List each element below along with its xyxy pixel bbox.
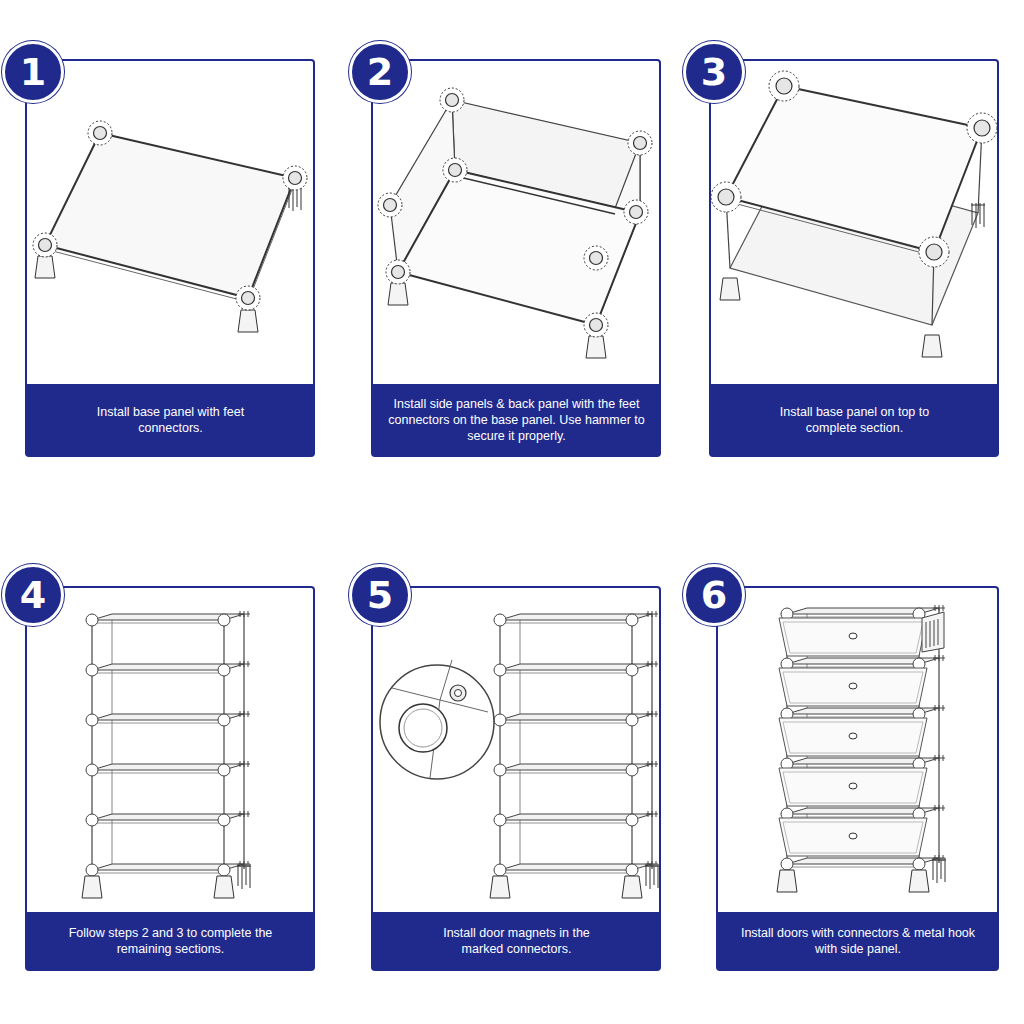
step-number: 5 (349, 564, 411, 626)
caption-band: Install door magnets in the marked conne… (373, 912, 660, 970)
step-number: 2 (349, 41, 411, 103)
caption-text: Install base panel with feet connectors. (76, 404, 266, 436)
step-number: 4 (2, 564, 64, 626)
step-number-text: 4 (20, 576, 46, 614)
step-number: 3 (683, 41, 745, 103)
panel-frame (26, 60, 998, 970)
step-number-text: 3 (701, 53, 727, 91)
caption-text: Install side panels & back panel with th… (381, 396, 652, 444)
caption-band: Install base panel on top to complete se… (711, 384, 998, 456)
caption-text: Install door magnets in the marked conne… (424, 925, 610, 957)
caption-text: Install doors with connectors & metal ho… (740, 925, 976, 957)
step-number-text: 2 (367, 53, 393, 91)
step-number-text: 5 (367, 576, 393, 614)
caption-text: Install base panel on top to complete se… (770, 404, 940, 436)
shelf-drawing (380, 611, 659, 898)
caption-band: Install base panel with feet connectors. (27, 384, 314, 456)
base-panel-drawing (33, 121, 307, 332)
step-number: 6 (683, 564, 745, 626)
step-number-text: 6 (701, 576, 727, 614)
step-number-text: 1 (20, 53, 46, 91)
top-panel-drawing (711, 71, 997, 357)
shelf-drawing (82, 611, 251, 898)
caption-band: Install side panels & back panel with th… (373, 384, 660, 456)
shelf-with-doors-drawing (777, 605, 946, 892)
caption-text: Follow steps 2 and 3 to complete the rem… (55, 925, 287, 957)
side-panels-drawing (378, 88, 652, 358)
caption-band: Follow steps 2 and 3 to complete the rem… (27, 912, 314, 970)
step-number: 1 (2, 41, 64, 103)
caption-band: Install doors with connectors & metal ho… (718, 912, 998, 970)
